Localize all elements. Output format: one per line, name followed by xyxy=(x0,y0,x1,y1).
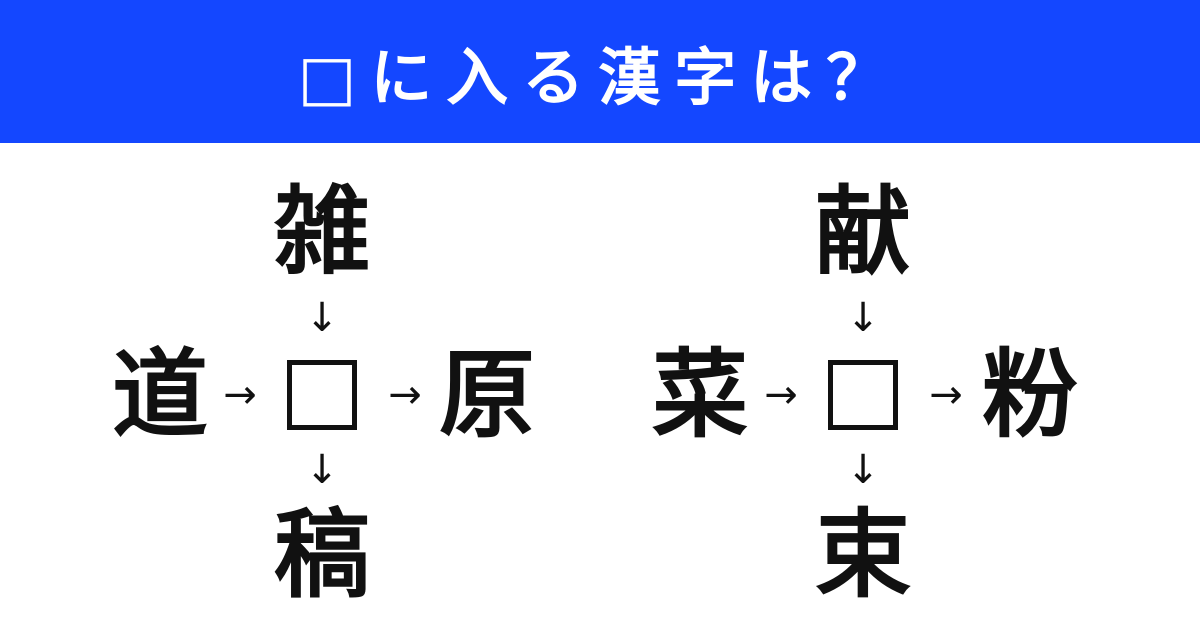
arrow-right-icon: → xyxy=(388,372,422,418)
header-banner: □に入る漢字は？ xyxy=(0,0,1200,143)
blank-box xyxy=(828,360,898,430)
right-kanji: 原 xyxy=(439,339,535,451)
arrow-right-icon: → xyxy=(223,372,257,418)
arrow-down-icon: ↓ xyxy=(846,447,880,493)
right-kanji: 粉 xyxy=(982,339,1078,451)
arrow-right-icon: → xyxy=(764,372,798,418)
bottom-kanji: 束 xyxy=(815,499,911,611)
arrow-down-icon: ↓ xyxy=(305,295,339,341)
top-kanji: 雑 xyxy=(274,176,370,288)
arrow-down-icon: ↓ xyxy=(846,295,880,341)
left-kanji: 道 xyxy=(112,339,208,451)
arrow-right-icon: → xyxy=(929,372,963,418)
page-title: □に入る漢字は？ xyxy=(297,40,903,114)
bottom-kanji: 稿 xyxy=(274,499,370,611)
top-kanji: 献 xyxy=(815,176,911,288)
left-kanji: 菜 xyxy=(652,339,748,451)
blank-box xyxy=(287,360,357,430)
arrow-down-icon: ↓ xyxy=(305,447,339,493)
